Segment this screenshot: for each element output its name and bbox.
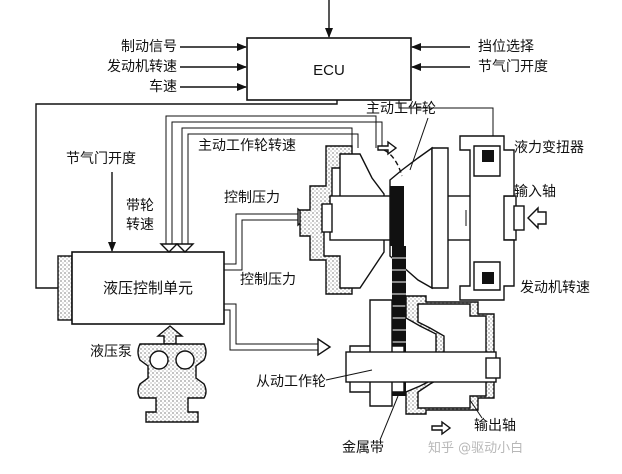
ecu-box: ECU (246, 37, 412, 101)
output-shaft-label: 输出轴 (474, 418, 516, 434)
drive-pulley-label: 主动工作轮 (366, 101, 436, 117)
belt-speed-label-1: 带轮 (126, 198, 154, 214)
control-pressure-label-2: 控制压力 (240, 272, 296, 288)
throttle-hydraulic-label: 节气门开度 (66, 151, 136, 167)
gear-select-label: 挡位选择 (478, 39, 534, 55)
vehicle-speed-label: 车速 (149, 78, 177, 95)
ecu-left-inputs: 制动信号 发动机转速 车速 (107, 39, 247, 95)
engine-speed-input-label: 发动机转速 (107, 59, 177, 75)
hydraulic-control-unit: 液压控制单元 (57, 251, 225, 325)
input-shaft-label: 输入轴 (514, 184, 556, 200)
ecu-to-converter-line (398, 100, 494, 148)
ecu-to-hydraulic-line (35, 100, 338, 292)
driven-pulley-label: 从动工作轮 (256, 374, 326, 390)
driven-pulley (345, 295, 501, 415)
driven-pulley-motion-arrow (431, 420, 452, 436)
drive-pulley-motion-arrow (377, 140, 398, 156)
hydraulic-pump (137, 325, 207, 423)
belt-speed-label-2: 转速 (126, 217, 154, 233)
hydraulic-unit-label: 液压控制单元 (103, 279, 193, 297)
throttle-ecu-label: 节气门开度 (478, 59, 548, 75)
output-shaft-leader (469, 399, 483, 419)
watermark: 知乎 @驱动小白 (428, 440, 523, 456)
input-shaft-arrow (527, 206, 547, 230)
brake-signal-label: 制动信号 (121, 39, 177, 55)
drive-pulley-leader (409, 117, 429, 171)
hydraulic-pump-label: 液压泵 (90, 344, 132, 360)
drive-pulley-speed-label: 主动工作轮转速 (198, 138, 296, 154)
torque-converter (459, 135, 525, 301)
ecu-label: ECU (313, 62, 345, 79)
engine-speed-label: 发动机转速 (520, 280, 590, 296)
driven-pulley-leader (325, 369, 373, 381)
metal-belt-label: 金属带 (342, 440, 384, 456)
ecu-right-inputs: 挡位选择 节气门开度 (411, 39, 548, 75)
metal-belt-leader (379, 395, 399, 441)
pulley-speed-ducts (159, 115, 383, 253)
torque-converter-label: 液力变扭器 (514, 140, 584, 156)
control-pressure-label-1: 控制压力 (224, 190, 280, 206)
speed-sensor-dashed (383, 149, 403, 177)
